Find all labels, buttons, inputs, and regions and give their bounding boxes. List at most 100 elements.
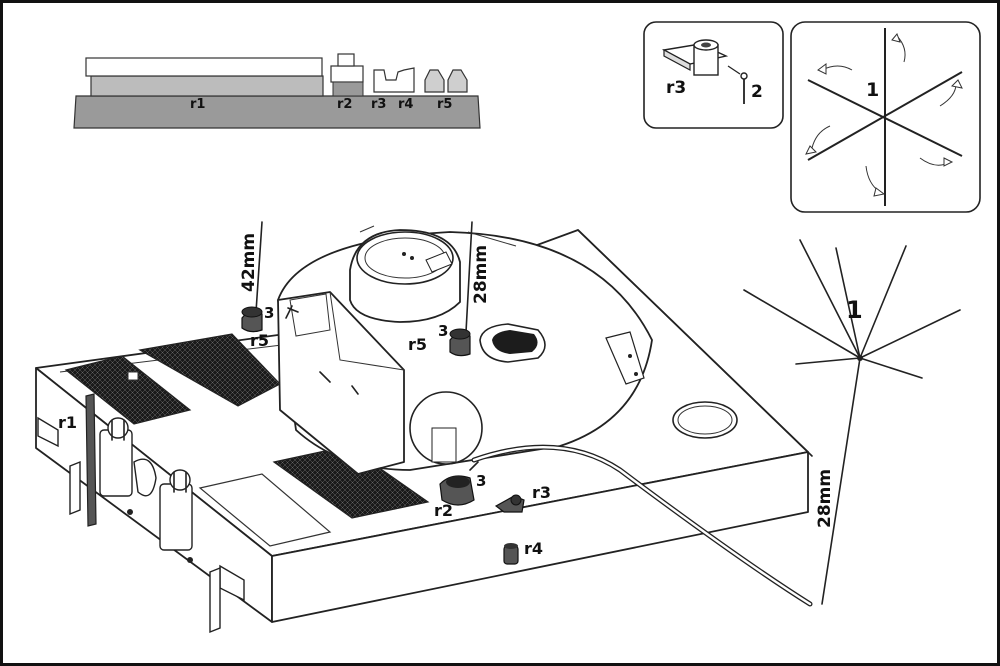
sprue-diagram: r1 r2 r3 r4 r5	[73, 53, 481, 129]
tow-hook	[133, 458, 157, 497]
label-3-bottom: 3	[476, 472, 486, 490]
antenna-left-wire	[255, 221, 263, 313]
sprue-r1-top	[85, 57, 323, 77]
r3-plate-side	[663, 48, 691, 72]
inset-antenna-panel: 1	[790, 21, 981, 213]
r4-top	[504, 543, 518, 549]
label-r4: r4	[524, 539, 543, 558]
label-r1: r1	[58, 413, 77, 432]
sprue-label-r3: r3	[371, 97, 386, 112]
r3-insert-arrow	[727, 65, 741, 75]
part-r1-rod	[85, 393, 97, 527]
front-light-left	[99, 429, 133, 497]
r3-post	[510, 494, 522, 506]
label-r3: r3	[532, 483, 551, 502]
hull-bolt-2	[187, 557, 193, 563]
label-3-mid: 3	[438, 322, 448, 340]
sprue-label-r4: r4	[398, 97, 413, 112]
spare-antenna-rod-highlight	[472, 446, 812, 606]
engine-grill-lower	[272, 445, 430, 519]
grill-tab	[127, 371, 139, 381]
r5-mid-top	[449, 328, 471, 340]
bend-arrow-4	[811, 125, 831, 149]
sprue-label-r2: r2	[337, 97, 352, 112]
star-wire-c	[859, 245, 907, 359]
turret-side-bracket	[605, 331, 645, 385]
front-light-left-cap	[107, 417, 129, 439]
r2-top	[446, 476, 470, 488]
sprue-label-r5: r5	[437, 97, 452, 112]
star-label-1: 1	[846, 296, 863, 324]
label-r5-left: r5	[250, 331, 269, 350]
bend-arrowhead-4	[805, 145, 818, 155]
label-r5-mid: r5	[408, 335, 427, 354]
bracket-bolt-1	[628, 354, 632, 358]
star-hub	[857, 355, 863, 361]
front-light-right-cap	[169, 469, 191, 491]
bend-arrowhead-2	[817, 63, 827, 75]
antenna-star: 1 28mm	[743, 239, 961, 605]
escape-hatch-handle	[431, 427, 457, 463]
pin-2-head	[740, 72, 748, 80]
sprue-base	[73, 95, 481, 129]
star-wire-d	[859, 309, 961, 359]
hull-side	[271, 451, 809, 623]
loader-hatch-inner	[492, 330, 538, 354]
cupola-dot-1	[402, 252, 406, 256]
rear-deck-panel	[198, 473, 332, 547]
inset-label-r3: r3	[666, 78, 686, 98]
front-light-right	[159, 483, 193, 551]
bend-arrowhead-1	[891, 33, 901, 43]
hull-vent-inner	[677, 405, 733, 435]
star-wire-g	[835, 247, 861, 359]
light-pins	[111, 419, 187, 493]
label-3-left: 3	[264, 304, 274, 322]
hull-bolt-1	[127, 509, 133, 515]
antenna-mid-wire	[465, 221, 473, 333]
bin-latches	[319, 371, 359, 395]
r5-left-arrow	[285, 305, 299, 319]
sprue-label-r1: r1	[190, 97, 205, 112]
star-wire-f	[859, 357, 923, 379]
inset-antenna-label-1: 1	[866, 79, 879, 101]
track-guards	[69, 460, 221, 634]
bin-lid	[289, 293, 331, 337]
antenna-wire-diag-2	[807, 71, 963, 161]
cupola-dot-2	[410, 256, 414, 260]
r2-arrow	[469, 461, 479, 471]
side-skirt-line	[577, 229, 813, 457]
sprue-r5-part-b	[447, 69, 468, 93]
tank-model: 42mm 28mm 3 r5 3 r5 3 r2 r3 r4 r1	[35, 221, 813, 634]
sprue-r5-part-a	[424, 69, 445, 93]
r3-cylinder-hole	[701, 42, 711, 48]
star-wire-b	[743, 289, 861, 359]
star-length-label: 28mm	[815, 469, 835, 528]
antenna-left-length-label: 42mm	[239, 233, 259, 292]
sprue-r2-stem	[332, 81, 364, 97]
antenna-mid-length-label: 28mm	[471, 245, 491, 304]
bend-arrowhead-6	[873, 187, 886, 197]
star-wire-a	[799, 239, 861, 359]
sprue-r2-knob	[337, 53, 355, 67]
bend-arrowhead-3	[950, 79, 963, 89]
star-mast	[821, 357, 861, 605]
star-wire-e	[795, 357, 861, 365]
hull-vent-ring	[672, 401, 738, 439]
bin-edge	[329, 291, 405, 371]
inset-label-2: 2	[751, 82, 763, 102]
r5-left-top	[241, 306, 263, 318]
sprue-r3-r4-parts	[373, 67, 415, 93]
inset-r3-panel: r3 2	[643, 21, 784, 129]
engine-grill-left	[64, 355, 192, 425]
label-r2: r2	[434, 501, 453, 520]
sprue-r2-part	[330, 65, 364, 83]
bracket-bolt-2	[634, 372, 638, 376]
cupola-fittings	[359, 225, 517, 247]
cupola-hatch	[356, 231, 454, 285]
cupola-latch	[425, 251, 453, 273]
antenna-wire-diag-1	[807, 79, 963, 157]
bend-arrowhead-5	[943, 157, 954, 167]
